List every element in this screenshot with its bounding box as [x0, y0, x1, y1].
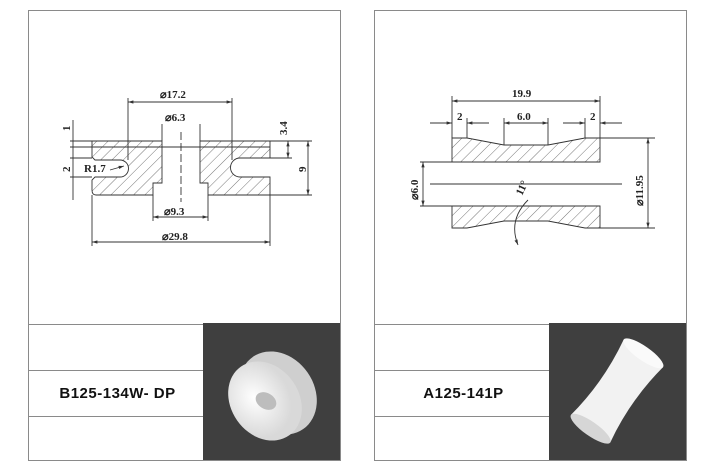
- dim-end-left: 2: [457, 111, 463, 123]
- dim-bore-diameter: ⌀6.0: [409, 179, 421, 200]
- dim-groove-width: 2: [61, 166, 73, 172]
- divider: [29, 416, 206, 417]
- part-code: B125-134W- DP: [59, 384, 176, 402]
- divider: [29, 324, 340, 325]
- divider: [375, 370, 552, 371]
- dim-end-right: 2: [590, 111, 596, 123]
- divider: [375, 416, 552, 417]
- dim-outer-diameter: ⌀11.95: [634, 175, 646, 206]
- part-code: A125-141P: [423, 384, 504, 402]
- divider: [375, 324, 686, 325]
- dim-flange-diameter: ⌀17.2: [160, 89, 186, 101]
- dim-height: 9: [297, 166, 309, 172]
- dim-length: 19.9: [512, 88, 532, 100]
- dim-angle: 11°: [514, 179, 531, 197]
- dim-groove-depth: 3.4: [278, 121, 290, 135]
- pulley-photo-icon: [228, 351, 317, 441]
- divider: [29, 370, 206, 371]
- part-photo: [549, 323, 686, 460]
- dim-hole-diameter: ⌀6.3: [165, 112, 186, 124]
- part-photo: [203, 323, 340, 460]
- dim-counterbore-diameter: ⌀9.3: [164, 206, 185, 218]
- dim-waist: 6.0: [517, 111, 531, 123]
- spool-photo-icon: [570, 338, 664, 444]
- dim-top-thickness: 1: [61, 126, 73, 132]
- dim-outer-diameter: ⌀29.8: [162, 231, 188, 243]
- part-card-b125: B125-134W- DP: [28, 10, 341, 461]
- part-card-a125: A125-141P: [374, 10, 687, 461]
- dim-radius: R1.7: [84, 163, 106, 175]
